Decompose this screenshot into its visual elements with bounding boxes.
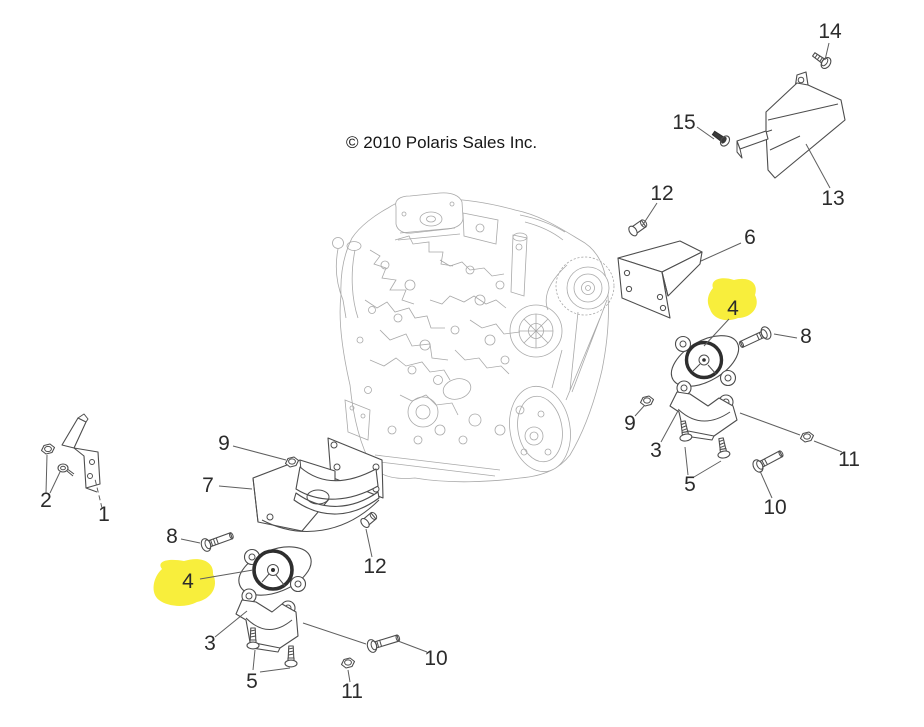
callout-3-left[interactable]: 3 xyxy=(204,632,216,655)
part-1-bracket xyxy=(61,413,101,493)
highlight-part-4-right[interactable] xyxy=(707,278,757,321)
engine-illustration xyxy=(332,192,615,483)
callout-12-right[interactable]: 12 xyxy=(650,182,673,205)
callout-11-left[interactable]: 11 xyxy=(341,680,363,703)
part-3-bracket-right xyxy=(669,380,738,441)
callout-3-right[interactable]: 3 xyxy=(650,439,662,462)
copyright-notice: © 2010 Polaris Sales Inc. xyxy=(346,133,537,152)
callout-15[interactable]: 15 xyxy=(672,111,695,134)
part-13-bracket xyxy=(736,71,846,179)
part-9-nut-right xyxy=(639,395,655,407)
part-3-bracket-left xyxy=(235,588,299,653)
part-5-screws-right xyxy=(679,420,731,459)
callout-7[interactable]: 7 xyxy=(202,474,214,497)
callout-13[interactable]: 13 xyxy=(821,187,844,210)
callout-10-left[interactable]: 10 xyxy=(424,647,447,670)
callout-8-left[interactable]: 8 xyxy=(166,525,178,548)
part-11-nut-left xyxy=(340,657,356,669)
callout-4-right[interactable]: 4 xyxy=(727,297,739,320)
leader-lines xyxy=(45,42,843,683)
callout-4-left[interactable]: 4 xyxy=(182,570,194,593)
highlight-part-4-left[interactable] xyxy=(153,559,216,606)
part-15-screw xyxy=(711,130,731,147)
callout-9-right[interactable]: 9 xyxy=(624,412,636,435)
part-9-nut-left xyxy=(284,456,300,468)
callout-8-right[interactable]: 8 xyxy=(800,325,812,348)
part-8-bolt-left xyxy=(200,532,234,552)
callout-2[interactable]: 2 xyxy=(40,489,52,512)
part-7-mount-bracket xyxy=(252,437,384,532)
part-8-bolt-right xyxy=(739,326,772,348)
callout-6[interactable]: 6 xyxy=(744,226,756,249)
part-5-screws-left xyxy=(246,627,298,668)
part-2-fasteners xyxy=(40,443,75,477)
callout-10-right[interactable]: 10 xyxy=(763,496,786,519)
callout-9-left[interactable]: 9 xyxy=(218,432,230,455)
part-12-bolt-left xyxy=(360,511,378,529)
part-6-bracket xyxy=(617,240,703,319)
callout-11-right[interactable]: 11 xyxy=(838,448,860,471)
part-11-nut-right xyxy=(799,431,815,443)
callout-5-right[interactable]: 5 xyxy=(684,473,696,496)
part-4-mount-right xyxy=(670,335,740,387)
callout-5-left[interactable]: 5 xyxy=(246,670,258,693)
part-12-bolt-right xyxy=(628,219,648,237)
part-10-bolt-right xyxy=(752,450,784,473)
part-14-screw xyxy=(812,52,832,70)
callout-14[interactable]: 14 xyxy=(818,20,842,43)
part-10-bolt-left xyxy=(366,634,401,653)
callout-12-left[interactable]: 12 xyxy=(363,555,386,578)
callout-1[interactable]: 1 xyxy=(98,503,110,526)
part-4-mount-left xyxy=(238,546,312,596)
